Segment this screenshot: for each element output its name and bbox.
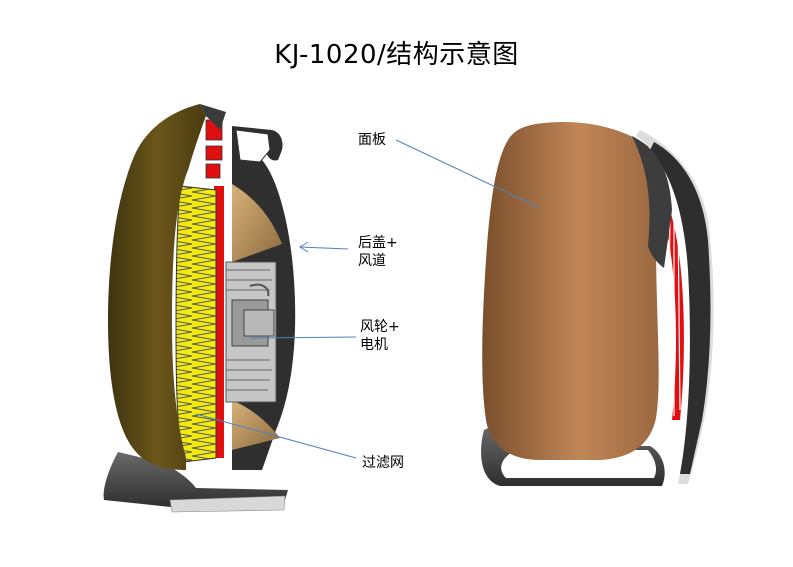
exterior-view <box>481 122 714 486</box>
rear-cover-leader <box>299 246 349 250</box>
filter-leader <box>195 413 357 459</box>
label-fan-line2: 电机 <box>360 337 388 353</box>
label-panel: 面板 <box>358 132 386 148</box>
leader-lines <box>195 139 539 459</box>
label-filter: 过滤网 <box>362 455 404 471</box>
fan-motor <box>225 261 277 403</box>
panel-leader <box>395 139 539 208</box>
side-bezel <box>632 136 672 268</box>
stand-left <box>103 452 289 513</box>
front-panel <box>482 122 659 461</box>
label-rear-cover-line1: 后盖+ <box>358 235 398 251</box>
fan-leader <box>249 336 357 339</box>
label-fan-line1: 风轮+ <box>360 319 400 335</box>
side-heater <box>660 200 684 420</box>
panel-edge <box>200 104 226 130</box>
label-rear-cover-line2: 风道 <box>358 253 386 269</box>
rear-cover-arrow <box>299 241 309 253</box>
section-view <box>103 104 296 513</box>
filter <box>175 185 217 463</box>
page-title: KJ-1020/结构示意图 <box>274 40 519 70</box>
air-duct <box>232 184 282 262</box>
air-duct-lower <box>232 400 280 450</box>
front-panel-section <box>108 104 206 470</box>
rear-housing-exterior <box>650 142 711 474</box>
